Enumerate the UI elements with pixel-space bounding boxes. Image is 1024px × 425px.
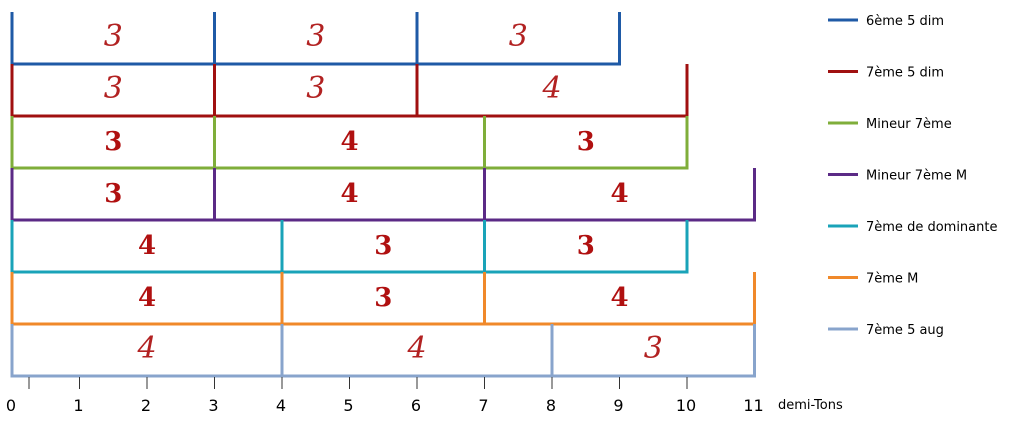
interval-label: 4	[138, 283, 156, 313]
tick-label: 4	[276, 396, 286, 415]
legend-label: 7ème M	[866, 272, 918, 287]
legend-item: Mineur 7ème	[828, 117, 952, 132]
interval-label: 3	[104, 179, 122, 209]
legend-label: Mineur 7ème M	[866, 169, 967, 184]
interval-label: 3	[104, 19, 123, 54]
interval-label: 3	[509, 19, 528, 54]
legend-label: 7ème 5 dim	[866, 66, 944, 81]
legend-item: 7ème de dominante	[828, 220, 997, 235]
interval-label: 4	[610, 283, 628, 313]
tick-label: 9	[613, 396, 623, 415]
chord-row: 4 3 4	[10, 272, 756, 326]
legend-label: Mineur 7ème	[866, 117, 952, 132]
legend-label: 7ème 5 aug	[866, 323, 944, 338]
legend-label: 7ème de dominante	[866, 220, 997, 235]
interval-label: 4	[610, 179, 628, 209]
chord-row: 4 4 3	[10, 324, 756, 378]
semitone-axis: demi-Tons 0 1 2 3 4 5 6 7 8 9 10 11	[6, 377, 843, 415]
interval-label: 3	[306, 19, 325, 54]
tick-label: 6	[411, 396, 421, 415]
interval-label: 3	[306, 71, 325, 106]
interval-label: 4	[340, 179, 358, 209]
legend-label: 6ème 5 dim	[866, 14, 944, 29]
legend-item: Mineur 7ème M	[828, 169, 967, 184]
interval-label: 3	[577, 127, 595, 157]
interval-label: 3	[644, 331, 663, 366]
chord-row: 3 3 3	[10, 12, 621, 66]
interval-label: 4	[136, 331, 156, 366]
interval-label: 3	[374, 283, 392, 313]
interval-label: 4	[541, 71, 561, 106]
tick-label: 11	[743, 396, 763, 415]
interval-label: 4	[406, 331, 426, 366]
chord-row: 3 4 4	[10, 168, 756, 222]
tick-label: 5	[343, 396, 353, 415]
interval-label: 4	[340, 127, 358, 157]
interval-label: 3	[104, 71, 123, 106]
interval-label: 4	[138, 231, 156, 261]
axis-label: demi-Tons	[778, 398, 843, 413]
interval-label: 3	[104, 127, 122, 157]
legend-item: 7ème 5 dim	[828, 66, 944, 81]
tick-label: 8	[546, 396, 556, 415]
legend-item: 7ème M	[828, 272, 918, 287]
chord-row: 3 4 3	[10, 116, 689, 170]
chord-row: 3 3 4	[10, 64, 689, 118]
chord-row: 4 3 3	[10, 220, 689, 274]
tick-label: 3	[208, 396, 218, 415]
tick-label: 1	[73, 396, 83, 415]
legend-item: 6ème 5 dim	[828, 14, 944, 29]
tick-label: 7	[478, 396, 488, 415]
legend-item: 7ème 5 aug	[828, 323, 944, 338]
tick-label: 2	[141, 396, 151, 415]
interval-label: 3	[374, 231, 392, 261]
tick-label: 10	[676, 396, 696, 415]
tick-label: 0	[6, 396, 16, 415]
interval-label: 3	[577, 231, 595, 261]
